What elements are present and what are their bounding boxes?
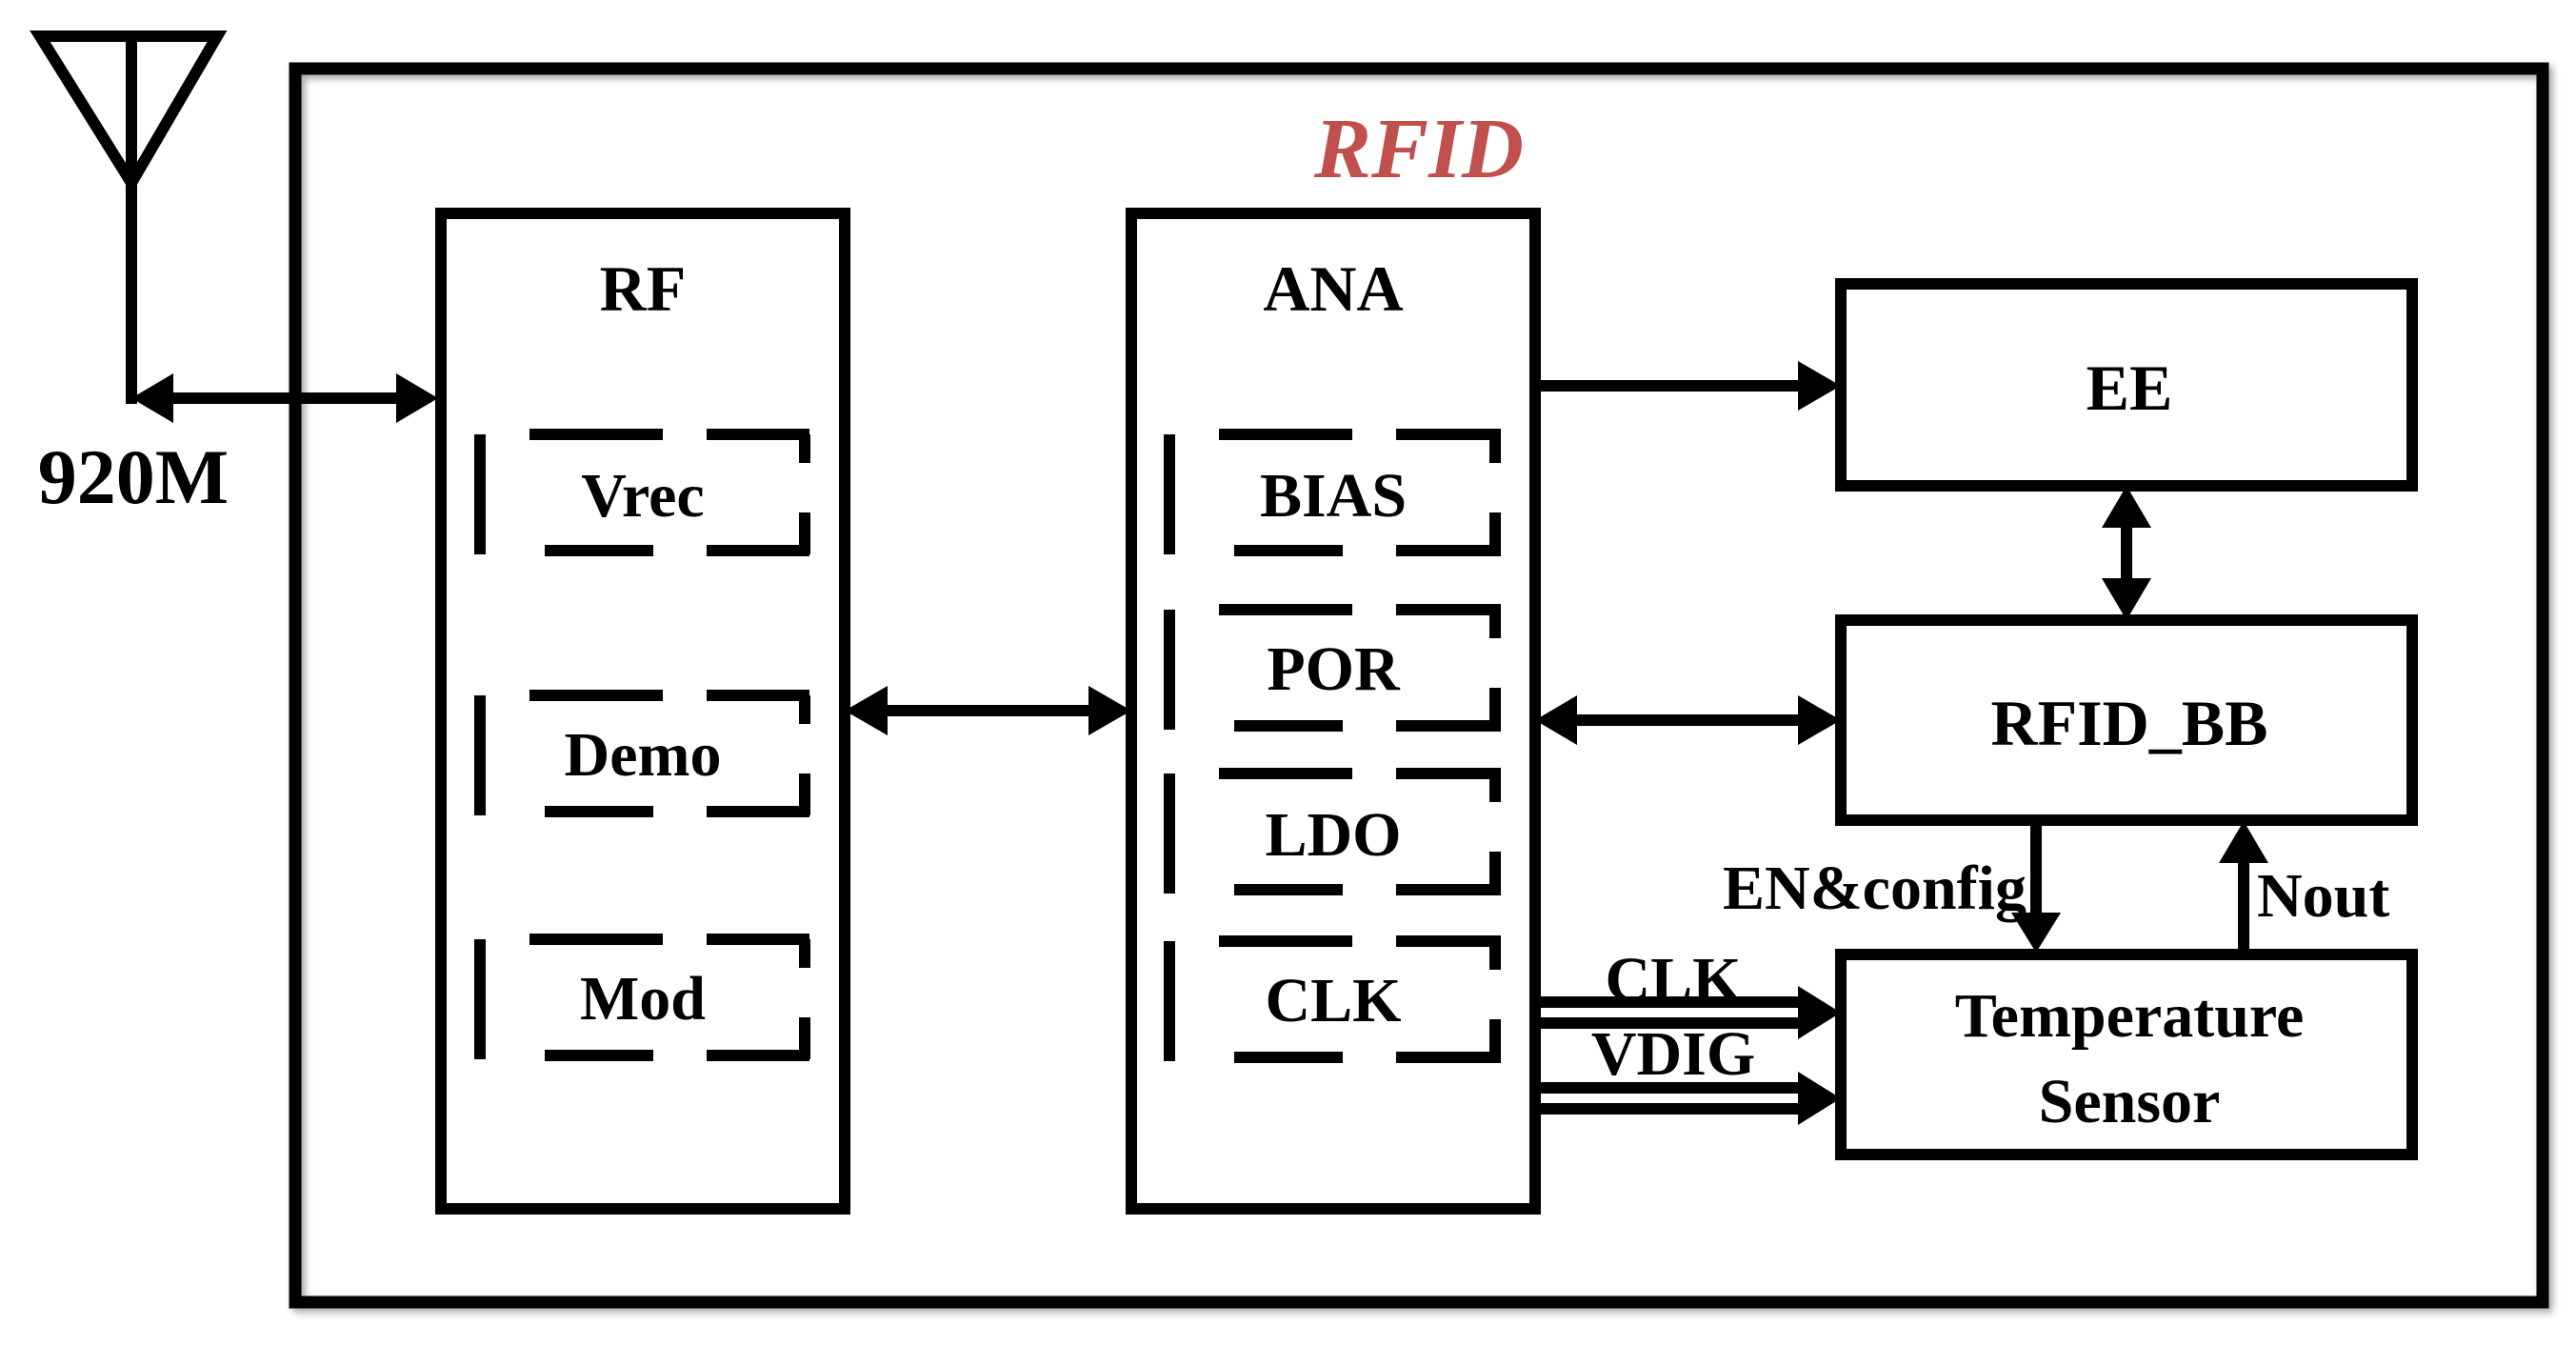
temperature-sensor-label-line1: Temperature — [1955, 981, 2305, 1051]
rfid-chip-boundary — [289, 62, 2549, 1309]
temperature-sensor-block: Temperature Sensor — [1835, 949, 2418, 1160]
clk-signal-arrow — [1535, 986, 1841, 1039]
nout-signal-label: Nout — [2257, 861, 2389, 931]
ana-sub-block-label: BIAS — [1260, 461, 1407, 531]
ana-ee-arrow — [1535, 361, 1841, 411]
rfid-bb-block: RFID_BB — [1835, 614, 2418, 826]
ana-sub-block-label: POR — [1267, 634, 1401, 704]
ana-sub-block-por: POR — [1164, 604, 1501, 732]
rf-sub-block-mod: Mod — [474, 934, 810, 1061]
antenna-frequency-label: 920M — [38, 433, 229, 520]
ee-block: EE — [1835, 278, 2418, 492]
rf-sub-block-label: Vrec — [581, 461, 704, 531]
ana-sub-block-label: LDO — [1265, 800, 1401, 870]
rfid-title: RFID — [1313, 102, 1524, 196]
ee-block-label: EE — [2087, 352, 2173, 424]
ana-sub-block-label: CLK — [1265, 966, 1401, 1035]
en-config-signal-label: EN&config — [1723, 854, 2027, 923]
ana-block-label: ANA — [1263, 252, 1403, 325]
antenna-icon — [30, 30, 228, 404]
ana-sub-block-ldo: LDO — [1164, 768, 1501, 895]
nout-arrow — [2219, 821, 2268, 954]
ana-rfid-bb-arrow — [1535, 695, 1841, 745]
ee-rfid-bb-arrow — [2102, 486, 2151, 620]
clk-signal-label: CLK — [1605, 945, 1741, 1015]
ana-sub-block-clk: CLK — [1164, 935, 1501, 1063]
rf-ana-arrow — [845, 686, 1131, 735]
rf-block: RF Vrec Demo — [435, 208, 850, 1215]
vdig-signal-arrow — [1535, 1072, 1841, 1125]
rf-sub-block-label: Mod — [580, 964, 706, 1034]
temperature-sensor-label-line2: Sensor — [2039, 1067, 2221, 1136]
rf-sub-block-demo: Demo — [474, 690, 810, 817]
en-config-arrow — [2011, 820, 2061, 953]
antenna-rf-arrow — [131, 373, 438, 423]
rf-block-label: RF — [600, 252, 687, 325]
vdig-signal-label: VDIG — [1591, 1019, 1755, 1089]
ana-sub-block-bias: BIAS — [1164, 429, 1501, 556]
ana-block: ANA BIAS POR — [1126, 208, 1541, 1215]
rfid-bb-block-label: RFID_BB — [1991, 687, 2268, 759]
rf-sub-block-vrec: Vrec — [474, 429, 810, 556]
rf-sub-block-label: Demo — [565, 720, 722, 790]
